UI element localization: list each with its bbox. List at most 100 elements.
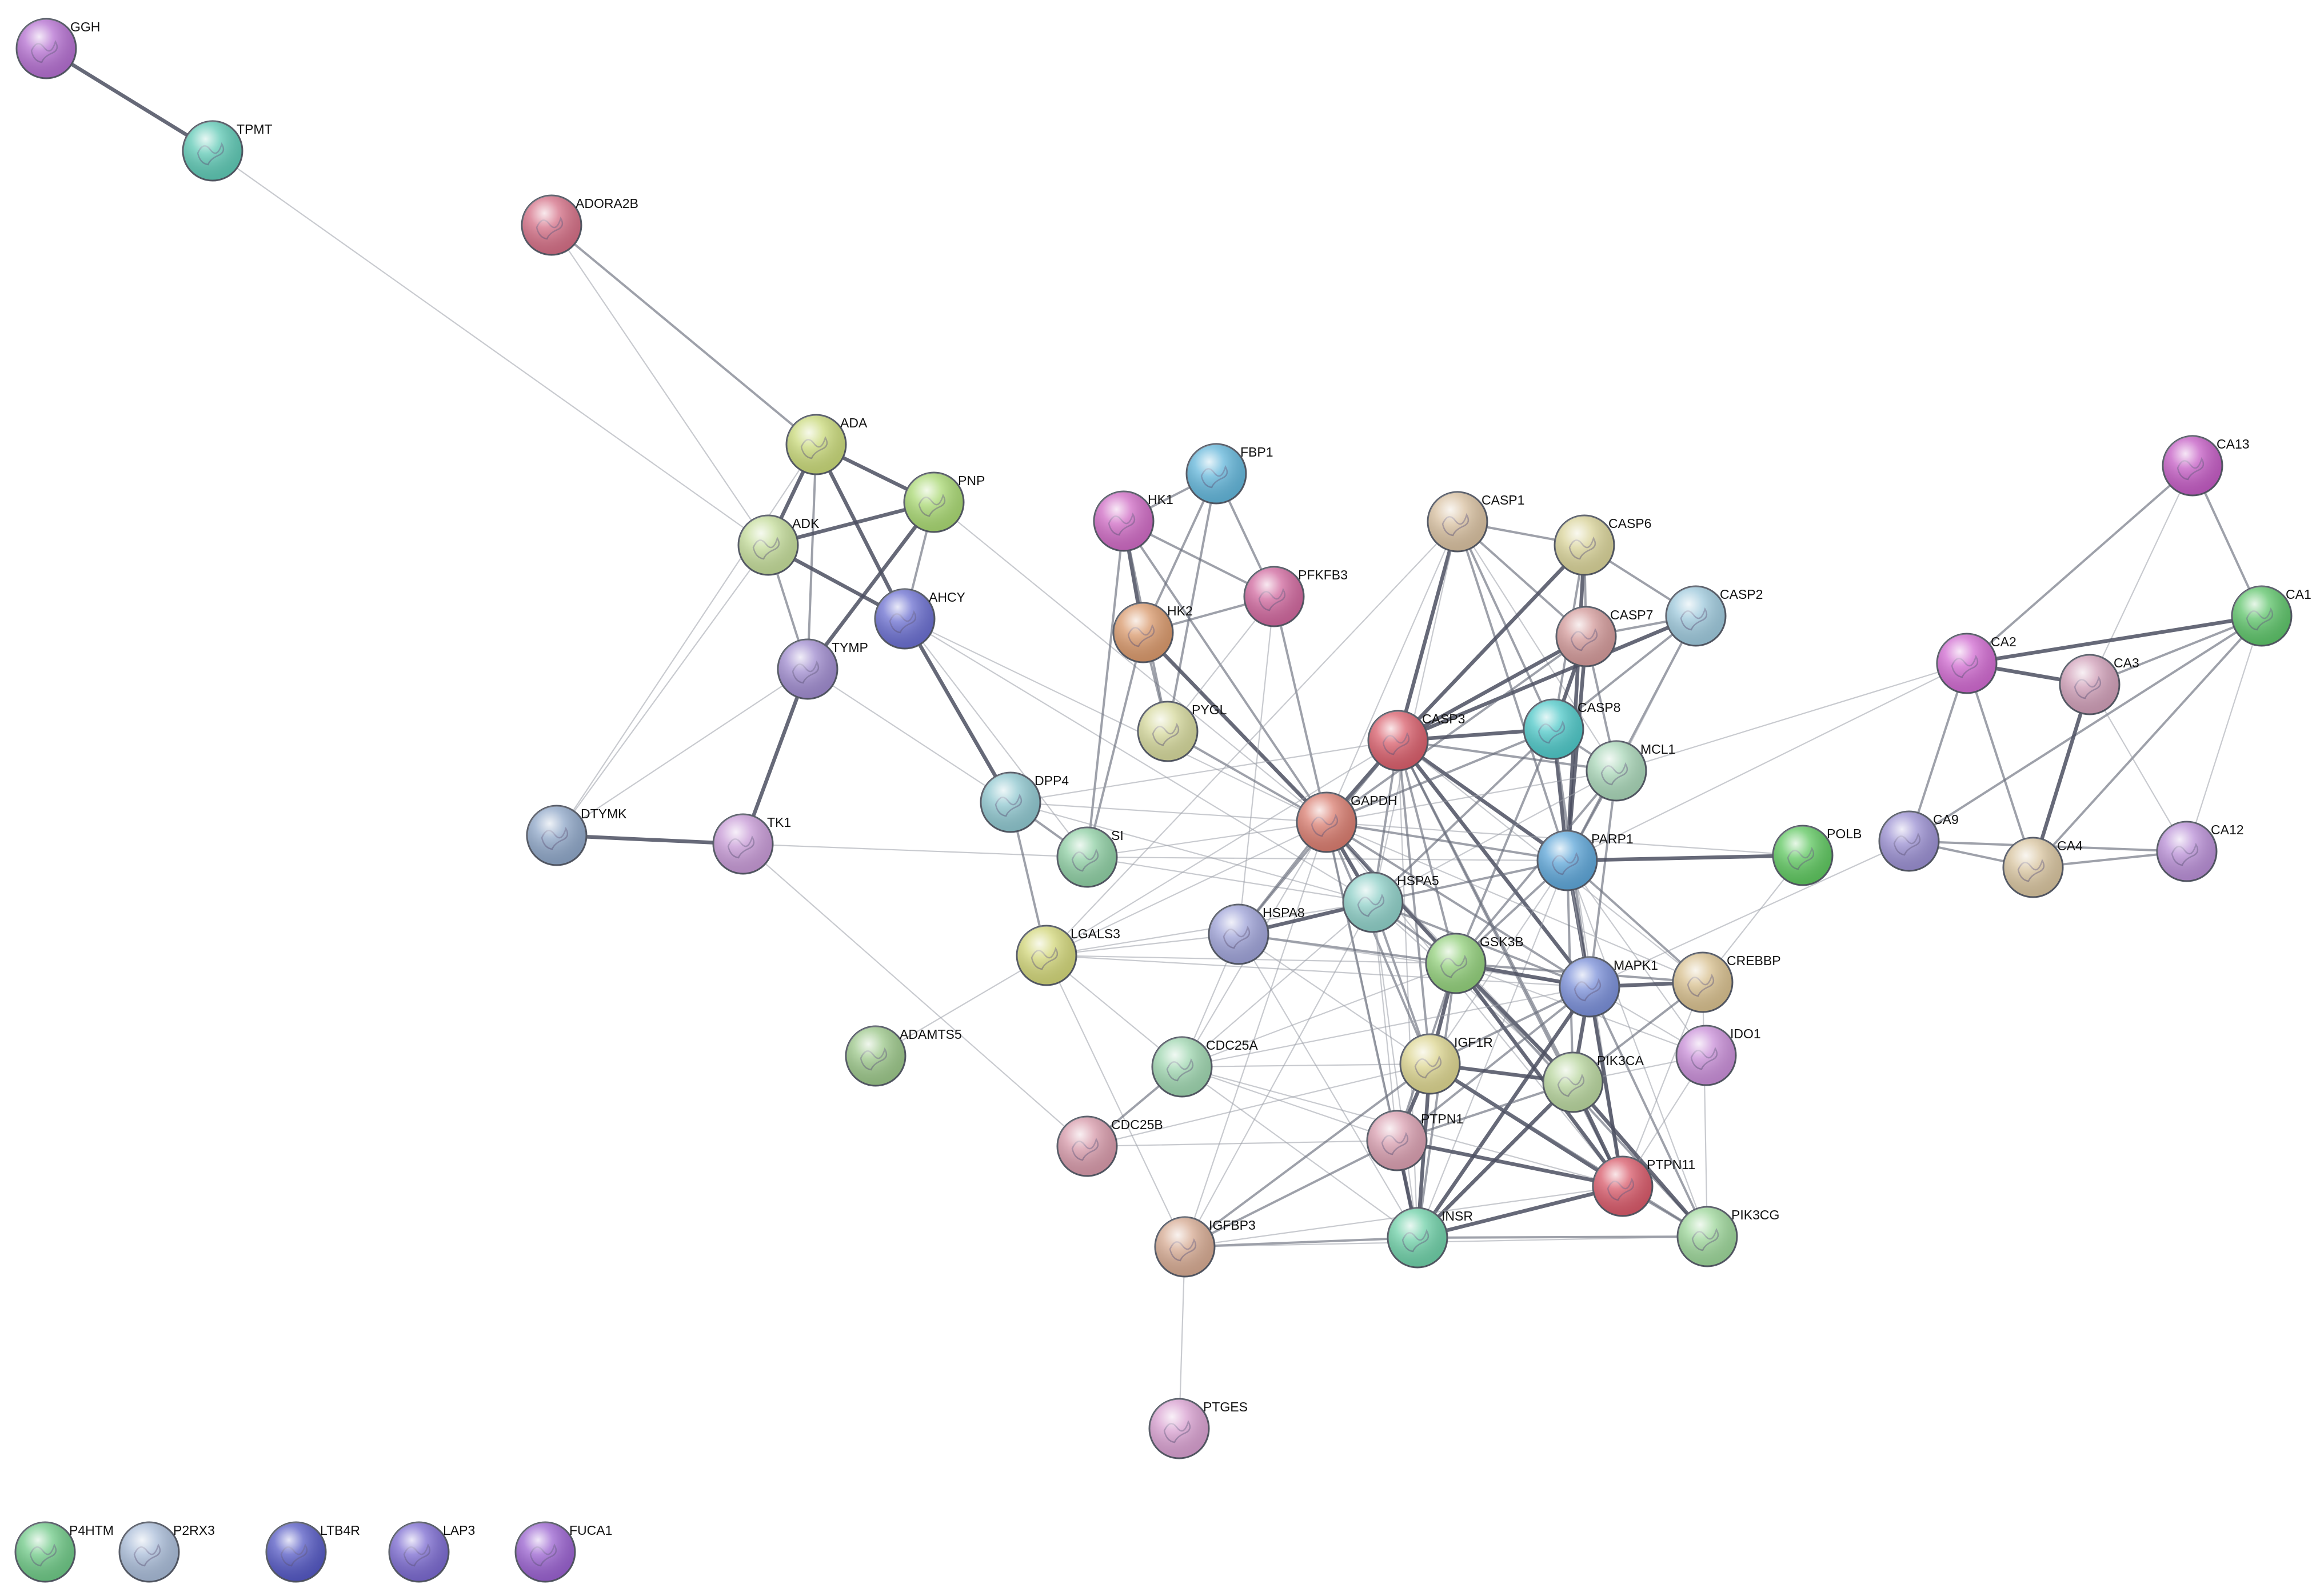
- node-polb[interactable]: POLB: [1772, 825, 1862, 886]
- node-lap3[interactable]: LAP3: [388, 1521, 475, 1583]
- node-ca12[interactable]: CA12: [2156, 821, 2244, 882]
- node-casp1[interactable]: CASP1: [1427, 491, 1524, 553]
- edge-gapdh-lgals3: [1045, 821, 1328, 957]
- node-ptges[interactable]: PTGES: [1148, 1398, 1248, 1459]
- node-tpmt[interactable]: TPMT: [182, 120, 273, 182]
- node-ptpn11[interactable]: PTPN11: [1592, 1155, 1695, 1217]
- node-cdc25a[interactable]: CDC25A: [1151, 1036, 1258, 1098]
- node-mapk1[interactable]: MAPK1: [1559, 956, 1658, 1018]
- node-adk[interactable]: ADK: [737, 514, 820, 576]
- node-label: DPP4: [1035, 773, 1069, 788]
- node-label: TPMT: [237, 122, 273, 137]
- node-label: FBP1: [1240, 445, 1273, 459]
- node-gloss: [1937, 634, 1996, 693]
- node-hspa5[interactable]: HSPA5: [1342, 871, 1439, 933]
- edge-ca2-ca4: [1966, 662, 2034, 869]
- node-fbp1[interactable]: FBP1: [1185, 443, 1273, 505]
- node-gloss: [904, 473, 964, 532]
- node-igf1r[interactable]: IGF1R: [1399, 1033, 1493, 1095]
- node-si[interactable]: SI: [1056, 826, 1124, 888]
- node-ca13[interactable]: CA13: [2162, 435, 2250, 497]
- node-hk2[interactable]: HK2: [1112, 602, 1193, 663]
- node-casp8[interactable]: CASP8: [1523, 698, 1620, 760]
- node-gloss: [1673, 953, 1732, 1012]
- node-gloss: [1113, 603, 1173, 662]
- node-gloss: [1560, 957, 1619, 1017]
- node-ca3[interactable]: CA3: [2059, 654, 2139, 715]
- node-dtymk[interactable]: DTYMK: [526, 805, 627, 866]
- node-ptpn1[interactable]: PTPN1: [1366, 1110, 1463, 1171]
- node-gloss: [516, 1522, 575, 1582]
- edge-hspa5-ptpn1: [1372, 901, 1398, 1142]
- node-pnp[interactable]: PNP: [903, 471, 985, 533]
- node-casp2[interactable]: CASP2: [1665, 585, 1763, 647]
- edge-ca1-ca9: [1908, 615, 2263, 842]
- node-parp1[interactable]: PARP1: [1536, 830, 1634, 891]
- node-gloss: [2060, 655, 2119, 714]
- edge-casp6-casp3: [1396, 543, 1587, 743]
- edge-pnp-tymp: [805, 500, 936, 671]
- node-adora2b[interactable]: ADORA2B: [521, 194, 638, 256]
- node-ca9[interactable]: CA9: [1878, 810, 1959, 872]
- node-tymp[interactable]: TYMP: [777, 638, 868, 700]
- node-ahcy[interactable]: AHCY: [874, 588, 965, 650]
- node-label: DTYMK: [581, 806, 627, 821]
- edge-hspa8-igf1r: [1237, 933, 1431, 1065]
- node-ggh[interactable]: GGH: [15, 18, 100, 79]
- node-label: ADK: [792, 516, 820, 531]
- node-gloss: [1244, 567, 1304, 626]
- node-gloss: [1057, 827, 1117, 887]
- node-casp3[interactable]: CASP3: [1367, 710, 1465, 771]
- edge-igf1r-igfbp3: [1184, 1063, 1431, 1248]
- node-hk1[interactable]: HK1: [1093, 490, 1173, 552]
- node-tk1[interactable]: TK1: [712, 813, 791, 875]
- node-crebbp[interactable]: CREBBP: [1672, 951, 1781, 1013]
- node-ido1[interactable]: IDO1: [1675, 1025, 1761, 1086]
- node-mcl1[interactable]: MCL1: [1586, 740, 1675, 802]
- node-p4htm[interactable]: P4HTM: [14, 1521, 114, 1583]
- edge-casp2-casp3: [1396, 614, 1698, 743]
- edge-gsk3b-cdc25a: [1181, 962, 1457, 1068]
- node-casp6[interactable]: CASP6: [1554, 514, 1651, 576]
- node-hspa8[interactable]: HSPA8: [1208, 903, 1305, 965]
- edge-gsk3b-insr: [1416, 962, 1457, 1239]
- node-ltb4r[interactable]: LTB4R: [265, 1521, 360, 1583]
- node-label: CASP7: [1610, 607, 1653, 622]
- node-p2rx3[interactable]: P2RX3: [118, 1521, 215, 1583]
- edge-si-hspa5: [1086, 856, 1374, 903]
- edge-ahcy-si: [904, 618, 1088, 858]
- node-ca2[interactable]: CA2: [1936, 633, 2016, 694]
- node-pfkfb3[interactable]: PFKFB3: [1243, 566, 1348, 627]
- edge-mapk1-ptpn1: [1396, 986, 1591, 1142]
- node-label: CA9: [1933, 812, 1959, 827]
- node-insr[interactable]: INSR: [1387, 1207, 1473, 1269]
- node-casp7[interactable]: CASP7: [1555, 606, 1653, 667]
- node-gloss: [1400, 1034, 1460, 1094]
- node-ca4[interactable]: CA4: [2002, 837, 2083, 898]
- node-gloss: [1426, 934, 1486, 993]
- node-gloss: [1057, 1117, 1117, 1176]
- node-label: ADAMTS5: [900, 1027, 962, 1042]
- edge-tk1-si: [742, 843, 1088, 858]
- node-ada[interactable]: ADA: [785, 414, 868, 475]
- node-pik3cg[interactable]: PIK3CG: [1676, 1206, 1779, 1267]
- node-gloss: [1152, 1037, 1212, 1097]
- node-ca1[interactable]: CA1: [2231, 585, 2311, 647]
- node-cdc25b[interactable]: CDC25B: [1056, 1115, 1163, 1177]
- node-lgals3[interactable]: LGALS3: [1016, 925, 1120, 986]
- edge-tymp-dtymk: [556, 668, 809, 837]
- node-pik3ca[interactable]: PIK3CA: [1542, 1051, 1644, 1113]
- node-dpp4[interactable]: DPP4: [980, 771, 1069, 833]
- node-gsk3b[interactable]: GSK3B: [1425, 933, 1524, 994]
- node-gapdh[interactable]: GAPDH: [1296, 791, 1397, 853]
- node-adamts5[interactable]: ADAMTS5: [845, 1025, 962, 1087]
- edge-hspa5-insr: [1372, 901, 1419, 1239]
- node-label: IGFBP3: [1209, 1218, 1256, 1233]
- node-pygl[interactable]: PYGL: [1137, 701, 1227, 762]
- edge-parp1-hspa5: [1372, 859, 1568, 903]
- edge-casp7-casp3: [1396, 634, 1588, 743]
- node-igfbp3[interactable]: IGFBP3: [1154, 1216, 1256, 1278]
- node-fuca1[interactable]: FUCA1: [514, 1521, 612, 1583]
- node-label: SI: [1111, 828, 1124, 843]
- node-label: MAPK1: [1614, 958, 1658, 973]
